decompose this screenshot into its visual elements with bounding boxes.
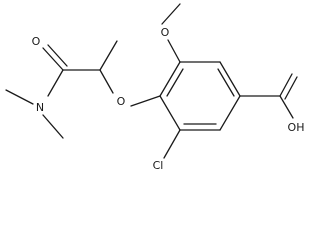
- molecule-structure: O N O O Cl OH: [5, 3, 305, 172]
- ring-bond-1-inner: [166, 68, 184, 97]
- bond-n-methyl-left: [5, 89, 34, 105]
- structure-diagram: O N O O Cl OH: [5, 3, 305, 172]
- bond-cooh-o-1: [279, 73, 293, 97]
- atom-label-n: N: [36, 101, 44, 114]
- ring-bond-1: [159, 61, 181, 97]
- bond-ch-methyl: [99, 40, 118, 71]
- bond-carbonyl-o-1: [42, 47, 64, 71]
- ring-bond-4: [219, 95, 241, 131]
- ring-bond-3-inner: [217, 68, 235, 97]
- bond-methoxy-methyl: [161, 3, 181, 25]
- bond-n-methyl-down: [42, 114, 64, 139]
- bond-cooh-o-2: [284, 76, 298, 100]
- bond-carbonyl-o-2: [47, 44, 68, 67]
- bond-ch-ether-o: [99, 69, 114, 94]
- bond-ring-methoxy-o: [167, 39, 181, 63]
- ring-bond-6: [159, 95, 181, 131]
- atom-label-amide-o: O: [32, 35, 41, 48]
- bond-ether-o-ring: [130, 95, 161, 107]
- atom-label-methoxy-o: O: [161, 26, 170, 39]
- atom-label-ether-o: O: [117, 95, 126, 108]
- bond-cooh-oh: [279, 95, 294, 119]
- atom-label-oh: OH: [288, 121, 305, 134]
- ring-bond-3: [219, 61, 241, 97]
- bond-carbonyl-n: [47, 69, 64, 97]
- bond-ring-cl: [163, 129, 181, 159]
- atom-label-cl: Cl: [153, 159, 164, 172]
